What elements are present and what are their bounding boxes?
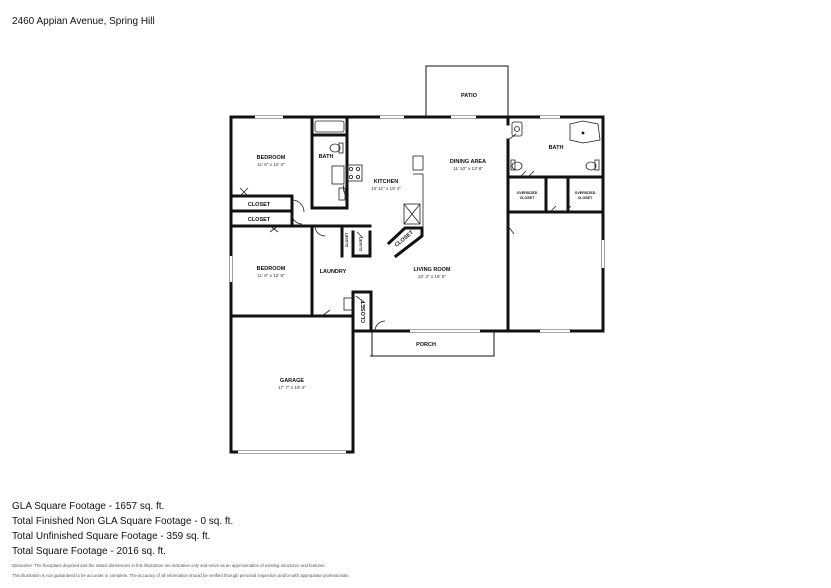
garage-label: GARAGE: [280, 378, 304, 384]
gla-footage: GLA Square Footage - 1657 sq. ft.: [12, 501, 165, 512]
kitchen-label: KITCHEN: [374, 179, 398, 185]
dining-label: DINING AREA: [450, 159, 486, 165]
bath2-label: BATH: [549, 145, 564, 151]
laundry-label: LAUNDRY: [320, 269, 347, 275]
bedroom2-dims: 11' 8" x 12' 8": [257, 273, 285, 278]
patio-label: PATIO: [461, 93, 478, 99]
disclaimer-line-2: This illustration is not guaranteed to b…: [12, 573, 350, 578]
closet4-label: CLOSET: [359, 236, 363, 251]
ov-closet1-label-2: CLOSET: [520, 196, 535, 200]
non-gla-footage: Total Finished Non GLA Square Footage - …: [12, 516, 234, 527]
disclaimer-line-1: Disclaimer: The floorplans depicted and …: [12, 563, 326, 568]
property-address: 2460 Appian Avenue, Spring Hill: [12, 16, 155, 27]
total-footage: Total Square Footage - 2016 sq. ft.: [12, 546, 166, 557]
closet6-label: CLOSET: [361, 300, 367, 323]
bath1-label: BATH: [319, 154, 334, 160]
ov-closet2-label-1: OVERSIZED: [575, 191, 596, 195]
doors: [239, 133, 572, 332]
dining-dims: 11' 10" x 13' 8": [453, 166, 483, 171]
windows: [229, 115, 605, 454]
disclaimer: Disclaimer: The floorplans depicted and …: [12, 561, 350, 581]
ov-closet1-label-1: OVERSIZED: [517, 191, 538, 195]
closet1-label: CLOSET: [248, 202, 271, 208]
interior-walls: [229, 115, 605, 333]
room-labels: PATIO BEDROOM 11' 6" x 12' 3" BATH KITCH…: [248, 93, 596, 390]
porch-label: PORCH: [416, 342, 436, 348]
porch: [370, 331, 495, 357]
living-label: LIVING ROOM: [414, 267, 451, 273]
bedroom2-label: BEDROOM: [257, 266, 286, 272]
unfinished-footage: Total Unfinished Square Footage - 359 sq…: [12, 531, 211, 542]
closet3-label: CLOSET: [345, 232, 349, 247]
patio: [425, 65, 509, 117]
closet5-label: CLOSET: [394, 229, 415, 248]
square-footage-summary: GLA Square Footage - 1657 sq. ft. Total …: [12, 499, 233, 559]
ov-closet2-label-2: CLOSET: [578, 196, 593, 200]
closet2-label: CLOSET: [248, 217, 271, 223]
fixtures: [314, 120, 601, 311]
living-dims: 22' 3" x 16' 6": [418, 274, 446, 279]
kitchen-dims: 10' 11" x 19' 4": [371, 186, 401, 191]
bedroom1-dims: 11' 6" x 12' 3": [257, 162, 285, 167]
garage-dims: 17' 7" x 19' 4": [278, 385, 306, 390]
bedroom1-label: BEDROOM: [257, 155, 286, 161]
exterior-walls: [229, 115, 605, 454]
